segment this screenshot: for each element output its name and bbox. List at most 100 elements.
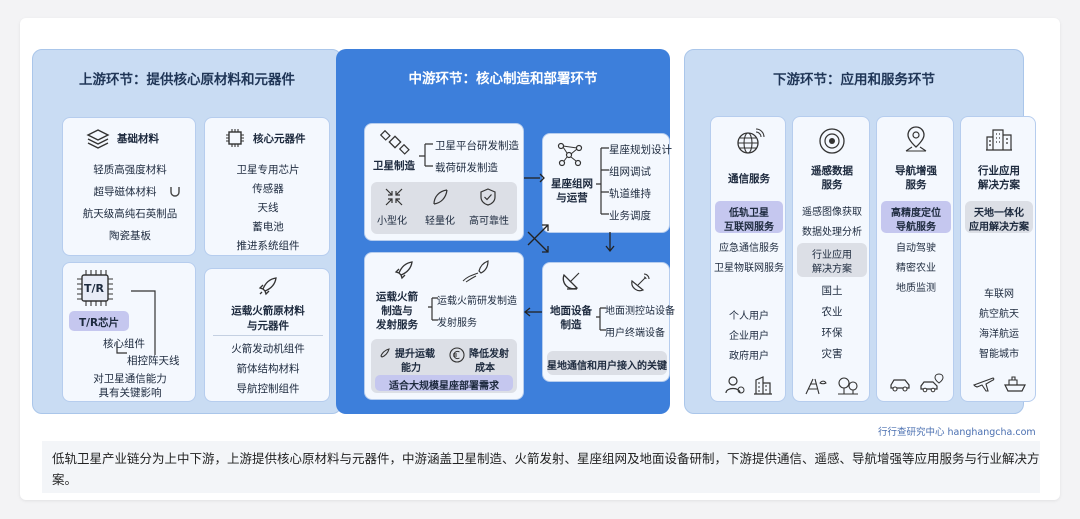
remote-title: 遥感数据 <box>811 165 853 177</box>
navigation-box: 导航增强 服务 高精度定位 导航服务 自动驾驶 精密农业 地质监测 <box>876 116 954 402</box>
constellation-item: 组网调试 <box>609 166 651 178</box>
tr-chip-text: T/R <box>84 282 104 295</box>
comm-item: 应急通信服务 <box>719 243 779 254</box>
satellite-branch-lines <box>419 143 433 167</box>
constellation-branch-lines <box>596 147 609 215</box>
tr-chip-icon <box>77 270 113 306</box>
launch-box: 运载火箭 制造与 发射服务 运载火箭研发制造 发射服务 提升运载 能力 降低发射… <box>364 252 524 400</box>
core-item: 卫星专用芯片 <box>236 164 300 176</box>
core-components-box: 核心元器件 卫星专用芯片 传感器 天线 蓄电池 推进系统组件 <box>204 117 330 256</box>
constellation-box: 星座组网 与运营 星座规划设计 组网调试 轨道维持 业务调度 <box>542 133 672 233</box>
rocket-launch-icon <box>394 261 413 280</box>
ground-equipment-box: 地面设备 制造 地面测控站设备 用户终端设备 星地通信和用户接入的关键 <box>542 262 675 382</box>
remote-solution: 解决方案 <box>812 264 852 275</box>
user-settings-icon <box>725 376 745 394</box>
nav-item: 自动驾驶 <box>896 243 936 254</box>
satellite-item: 卫星平台研发制造 <box>435 140 519 152</box>
remote-solution: 行业应用 <box>812 250 852 261</box>
ground-branch-lines <box>596 307 606 331</box>
rocket-materials-title: 与元器件 <box>247 320 289 332</box>
constellation-item: 业务调度 <box>609 210 651 222</box>
feature-label: 高可靠性 <box>469 216 509 227</box>
ship-icon <box>1004 376 1026 392</box>
trees-icon <box>838 377 858 395</box>
midstream-title: 中游环节：核心制造和部署环节 <box>408 71 598 87</box>
remote-title: 服务 <box>821 179 843 191</box>
ground-title: 制造 <box>560 319 582 331</box>
rocket-materials-title: 运载火箭原材料 <box>231 305 305 317</box>
satellite-title: 卫星制造 <box>373 160 415 172</box>
airplane-icon <box>973 377 995 392</box>
midstream-flow-arrows <box>523 173 615 317</box>
tr-impact-line: 对卫星通信能力 <box>93 373 167 385</box>
rocket-item: 火箭发动机组件 <box>231 343 305 355</box>
rocket-item: 导航控制组件 <box>236 383 300 395</box>
remote-item: 遥感图像获取 <box>802 207 862 218</box>
city-icon <box>986 129 1012 151</box>
caption-background <box>42 441 1040 493</box>
core-item: 传感器 <box>252 183 284 195</box>
remote-item: 数据处理分析 <box>802 227 862 238</box>
rocket-icon <box>258 277 277 296</box>
nav-title: 服务 <box>905 179 927 191</box>
launch-title: 制造与 <box>381 305 413 317</box>
comm-highlight: 互联网服务 <box>724 222 774 233</box>
remote-field: 灾害 <box>821 348 843 360</box>
ground-item: 地面测控站设备 <box>605 306 675 317</box>
constellation-title: 与运营 <box>556 192 588 204</box>
tr-chip-box: T/R T/R芯片 核心组件 相控阵天线 对卫星通信能力 具有关键影响 <box>62 262 196 402</box>
feather-icon <box>433 189 448 205</box>
launch-benefit: 降低发射 <box>469 349 509 360</box>
rocket-item: 箭体结构材料 <box>236 363 300 375</box>
satellite-icon <box>379 129 410 155</box>
basic-item: 超导磁体材料 <box>93 186 157 198</box>
feature-label: 轻量化 <box>425 216 455 227</box>
core-item: 蓄电池 <box>252 221 284 233</box>
industry-solution-box: 行业应用 解决方案 天地一体化 应用解决方案 车联网 航空航天 海洋航运 智能城… <box>960 116 1036 402</box>
building-icon <box>754 376 772 395</box>
chip-icon <box>226 129 244 147</box>
industry-item: 车联网 <box>984 289 1014 300</box>
miniaturize-icon <box>385 188 403 206</box>
comm-service-box: 通信服务 低轨卫星 互联网服务 应急通信服务 卫星物联网服务 个人用户 企业用户… <box>710 116 786 402</box>
ground-title: 地面设备 <box>550 305 592 317</box>
industry-item: 航空航天 <box>979 309 1019 320</box>
basic-item: 陶瓷基板 <box>109 230 151 242</box>
industry-item: 智能城市 <box>979 349 1019 360</box>
basic-item: 航天级高纯石英制品 <box>82 208 178 220</box>
core-item: 推进系统组件 <box>236 240 300 252</box>
comm-highlight: 低轨卫星 <box>729 208 769 219</box>
rocket-materials-box: 运载火箭原材料 与元器件 火箭发动机组件 箭体结构材料 导航控制组件 <box>204 268 330 402</box>
coin-euro-icon <box>449 347 465 363</box>
constellation-item: 星座规划设计 <box>609 144 672 156</box>
feature-label: 小型化 <box>377 216 407 227</box>
nav-highlight: 导航服务 <box>896 222 936 233</box>
comm-item: 卫星物联网服务 <box>714 263 784 274</box>
basic-item: 轻质高强度材料 <box>93 164 167 176</box>
phased-array-label: 相控阵天线 <box>127 355 180 367</box>
magnet-icon <box>170 187 180 197</box>
comm-user: 个人用户 <box>729 311 769 322</box>
launch-benefit: 能力 <box>401 363 421 374</box>
satellite-box: 卫星制造 卫星平台研发制造 载荷研发制造 小型化 轻量化 高可靠性 <box>364 123 524 241</box>
remote-sensing-box: 遥感数据 服务 遥感图像获取 数据处理分析 行业应用 解决方案 国土 农业 环保… <box>792 116 870 402</box>
upstream-title: 上游环节：提供核心原材料和元器件 <box>79 72 295 88</box>
car-icon <box>890 379 910 392</box>
basic-materials-box: 基础材料 轻质高强度材料 超导磁体材料 航天级高纯石英制品 陶瓷基板 <box>62 117 196 256</box>
nav-title: 导航增强 <box>895 165 937 177</box>
launch-benefit: 成本 <box>475 363 495 374</box>
core-components-title: 核心元器件 <box>253 133 306 145</box>
remote-field: 农业 <box>821 306 843 318</box>
ground-summary: 星地通信和用户接入的关键 <box>547 361 667 372</box>
launch-title: 运载火箭 <box>376 291 418 303</box>
satellite-item: 载荷研发制造 <box>435 162 498 174</box>
figure-caption: 低轨卫星产业链分为上中下游，上游提供核心原材料与元器件，中游涵盖卫星制造、火箭发… <box>52 451 1040 487</box>
industry-item: 海洋航运 <box>979 329 1019 340</box>
launch-title: 发射服务 <box>376 319 418 331</box>
terminal-dish-icon <box>631 273 650 292</box>
industry-highlight: 天地一体化 <box>974 208 1024 219</box>
comm-user: 政府用户 <box>729 351 769 362</box>
satellite-dish-icon <box>562 272 580 290</box>
tr-connector-lines <box>116 290 156 355</box>
launch-summary: 适合大规模星座部署需求 <box>389 381 499 392</box>
